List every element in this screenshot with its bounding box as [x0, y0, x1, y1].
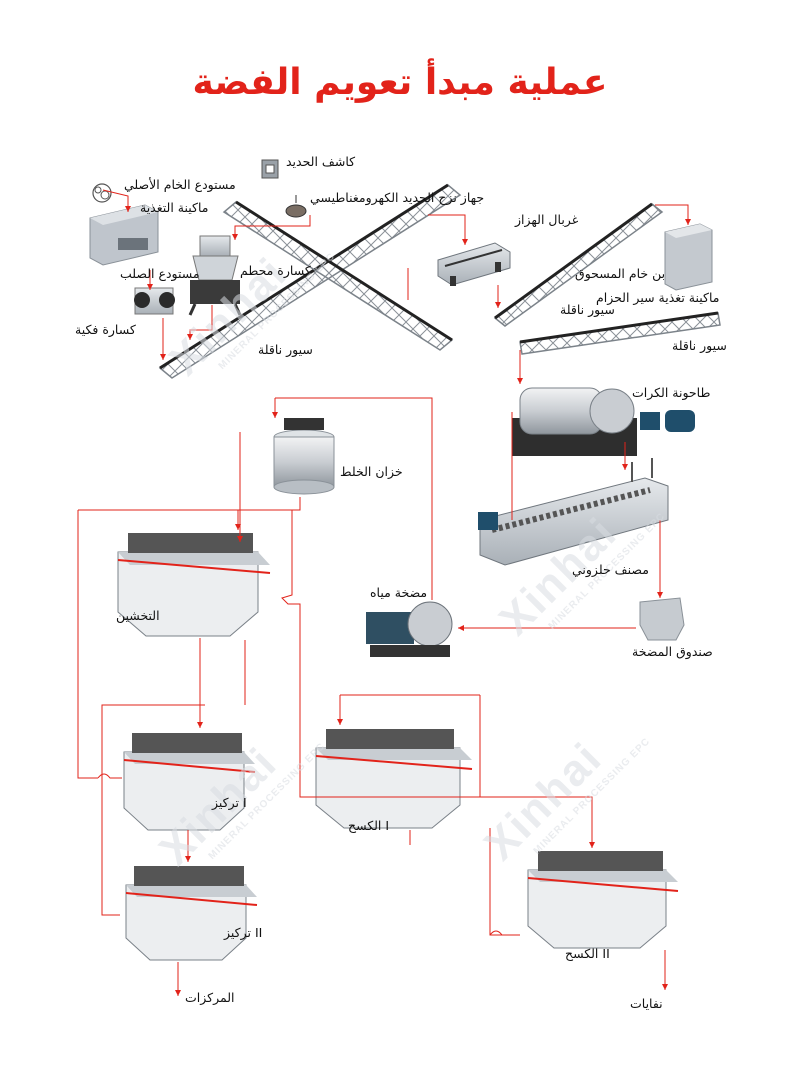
- mixing-tank: [273, 418, 335, 495]
- flow-lines: [77, 189, 691, 996]
- jaw-crusher: [134, 287, 175, 315]
- label-steel-bin: مستودع الصلب: [120, 266, 200, 281]
- label-concentrate: المركزات: [185, 990, 235, 1005]
- vibrating-screen: [437, 242, 511, 286]
- label-conveyor-3: سيور ناقلة: [672, 338, 727, 353]
- label-jaw-crusher: كسارة فكية: [75, 322, 136, 337]
- magnet-separator-icon: [285, 195, 307, 218]
- label-cleaner-2: II تركيز: [224, 925, 263, 940]
- conveyor-belt-c: [493, 202, 664, 327]
- spiral-classifier: [478, 458, 669, 566]
- label-vibrating-screen: غربال الهزاز: [515, 212, 579, 227]
- label-mill-ore-bin: بن خام المسحوق: [575, 266, 666, 281]
- raw-ore-icon: [92, 183, 112, 203]
- mill-ore-bin: [664, 223, 713, 291]
- label-conveyor-2: سيور ناقلة: [560, 302, 615, 317]
- label-slurry-pump: مضخة مياه: [370, 585, 428, 600]
- label-belt-feeder: ماكينة تغذية سير الحزام: [596, 290, 720, 305]
- label-conveyor-1: سيور ناقلة: [258, 342, 313, 357]
- ball-mill: [512, 387, 695, 456]
- cone-crusher: [188, 235, 242, 316]
- pump-box: [639, 597, 685, 641]
- label-tailings: نفايات: [630, 996, 663, 1011]
- flotation-cell-scavenger-1: [315, 729, 473, 829]
- label-spiral-classifier: مصنف حلزوني: [572, 562, 649, 577]
- label-rougher: التخشين: [116, 608, 160, 623]
- slurry-pump: [366, 601, 453, 657]
- flotation-cell-cleaner-1: [123, 733, 256, 831]
- label-cone-crusher: كسارة محطم: [240, 263, 311, 278]
- label-ball-mill: طاحونة الكرات: [632, 385, 711, 400]
- label-feeder: ماكينة التغذية: [140, 200, 209, 215]
- flotation-cell-scavenger-2: [527, 851, 679, 949]
- label-scavenger-1: I الكسح: [348, 818, 390, 833]
- label-iron-detector: كاشف الحديد: [286, 154, 356, 169]
- flotation-cell-cleaner-2: [125, 866, 258, 961]
- label-scavenger-2: II الكسح: [565, 946, 610, 961]
- label-raw-ore-bin: مستودع الخام الأصلي: [124, 177, 236, 192]
- conveyor-belt-d: [519, 311, 721, 355]
- iron-detector-icon: [261, 159, 279, 179]
- label-mixing-tank: خزان الخلط: [340, 464, 403, 479]
- label-pump-box: صندوق المضخة: [632, 644, 713, 659]
- label-cleaner-1: I تركيز: [212, 795, 247, 810]
- conveyor-belt-a: [158, 183, 462, 379]
- raw-ore-bin: [89, 204, 159, 266]
- conveyor-belt-b: [222, 200, 454, 351]
- label-magnetic-separator: جهاز نزح الحديد الكهرومغناطيسي: [310, 190, 485, 205]
- flotation-cell-rougher: [117, 533, 271, 637]
- page-title: عملية مبدأ تعويم الفضة: [192, 62, 608, 103]
